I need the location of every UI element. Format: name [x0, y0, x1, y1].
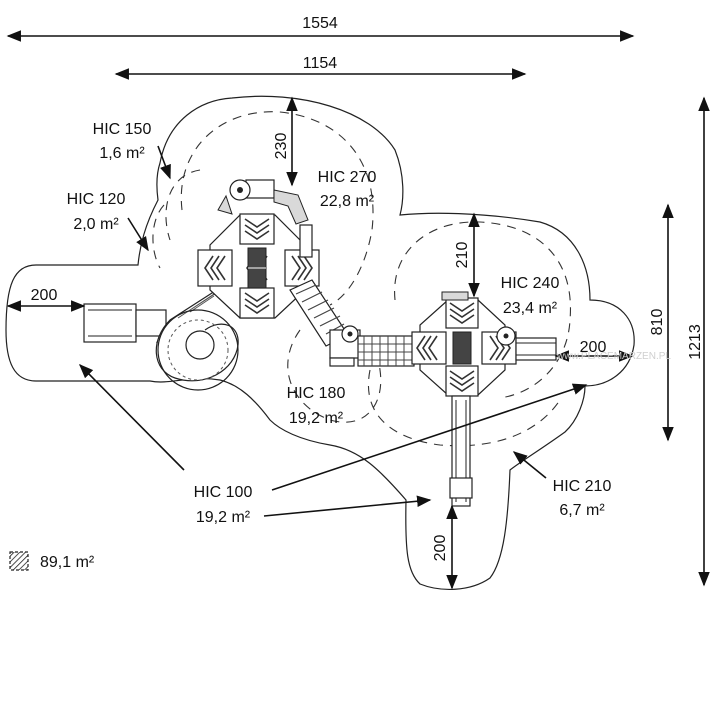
zone-hic150-area: 1,6 m²: [99, 145, 145, 162]
hatched-square-icon: [9, 551, 29, 571]
leader-hic100-c: [263, 495, 432, 517]
zone-hic150-label: HIC 150: [93, 121, 152, 138]
inner-width-label: 1154: [303, 55, 338, 72]
watermark: www.PLACEMARZEN.PL: [556, 351, 671, 362]
impact-area-hic240: [394, 221, 572, 399]
leader-hic210: [512, 451, 547, 479]
leader-hic100-b: [271, 383, 588, 491]
right-slide: [515, 337, 557, 361]
zone-hic180-label: HIC 180: [287, 385, 346, 402]
left-straight-slide: [83, 303, 167, 343]
left-clearance-label: 200: [31, 287, 58, 304]
bottom-ladder: [449, 395, 473, 507]
zone-hic120-label: HIC 120: [67, 191, 126, 208]
partial-height-label: 810: [649, 309, 666, 336]
top-clearance-label: 230: [273, 133, 290, 160]
legend-total-area: 89,1 m²: [40, 554, 95, 571]
impact-area-hic150: [165, 169, 201, 241]
zone-hic100-area: 19,2 m²: [196, 509, 251, 526]
legend: 89,1 m²: [9, 551, 95, 571]
leader-hic100-a: [78, 363, 185, 471]
safety-zone-outline: [5, 95, 635, 590]
right-tower-clearance-label: 210: [454, 242, 471, 269]
right-tower: [411, 291, 517, 397]
zone-hic240-label: HIC 240: [501, 275, 560, 292]
overall-height-label: 1213: [687, 324, 704, 360]
zone-hic240-area: 23,4 m²: [503, 300, 558, 317]
middle-platform: [329, 325, 361, 367]
leader-hic150: [157, 145, 171, 180]
bottom-clearance-label: 200: [432, 535, 449, 562]
zone-hic210-area: 6,7 m²: [559, 502, 605, 519]
left-tower: [197, 179, 320, 319]
impact-area-hic120: [152, 204, 165, 269]
spiral-tube-slide: [155, 274, 241, 391]
leader-hic120: [127, 217, 149, 252]
zone-hic100-label: HIC 100: [194, 484, 253, 501]
zone-hic180-area: 19,2 m²: [289, 410, 344, 427]
impact-area-hic210: [367, 369, 561, 447]
right-clearance-label: 200: [580, 339, 607, 356]
zone-hic270-area: 22,8 m²: [320, 193, 375, 210]
zone-hic120-area: 2,0 m²: [73, 216, 119, 233]
impact-area-hic270: [180, 111, 374, 306]
horizontal-bridge: [357, 335, 415, 367]
zone-hic270-label: HIC 270: [318, 169, 377, 186]
zone-hic210-label: HIC 210: [553, 478, 612, 495]
overall-width-label: 1554: [302, 15, 338, 32]
